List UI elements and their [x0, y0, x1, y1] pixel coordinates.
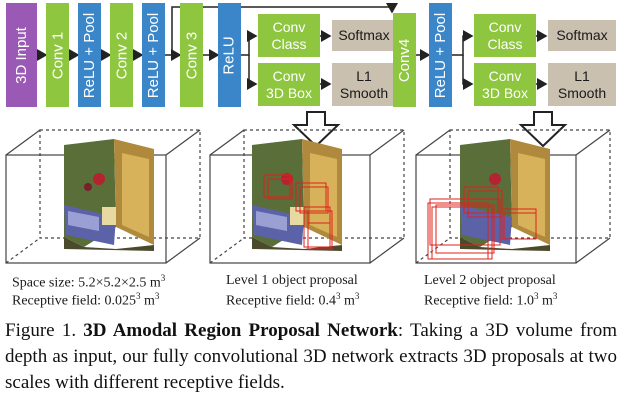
down-arrow-level1: [291, 111, 341, 148]
level1-conv-box-label: Conv 3D Box: [266, 67, 312, 101]
level2-proposal-boxes: [427, 186, 537, 260]
panel2-receptive-field-unit: m: [340, 293, 355, 309]
arrow-skip-conv4: [171, 3, 398, 55]
level2-conv-box-block: Conv 3D Box: [474, 63, 536, 106]
panel1-space-size-exponent: 3: [160, 273, 166, 283]
level2-l1-smooth-block: L1 Smooth: [548, 63, 616, 106]
level1-l1-smooth-block: L1 Smooth: [332, 63, 396, 106]
figure-caption-body: : Taking a 3D volume from depth as input…: [5, 320, 617, 393]
conv2-label: Conv 2: [113, 31, 130, 79]
figure-caption-title: 3D Amodal Region Proposal Network: [83, 320, 398, 341]
panel3-receptive-field-unit-exponent: 3: [552, 291, 558, 301]
figure-caption-prefix: Figure 1.: [5, 320, 84, 341]
relu-label: ReLU: [221, 35, 239, 75]
panel3-title: Level 2 object proposal: [424, 273, 556, 288]
level2-softmax-block: Softmax: [548, 20, 616, 51]
level2-conv-class-label: Conv Class: [487, 18, 523, 52]
level1-softmax-block: Softmax: [332, 20, 396, 51]
arrow-relu-class1: [241, 30, 258, 56]
panel1-caption-line2: Receptive field: 0.0253 m3: [12, 291, 159, 310]
level2-conv-class-block: Conv Class: [474, 14, 536, 57]
panel1-receptive-field: Receptive field: 0.025: [12, 293, 137, 309]
arrow-pool3-class2: [452, 30, 474, 56]
panel3-receptive-field-unit: m: [538, 293, 553, 309]
panel2-caption-line2: Receptive field: 0.43 m3: [226, 291, 359, 310]
level2-l1-smooth-label: L1 Smooth: [557, 67, 607, 101]
conv1-label: Conv 1: [49, 31, 66, 79]
relu-pool2-block: ReLU + Pool: [142, 3, 165, 107]
relu-pool1-label: ReLU + Pool: [81, 12, 98, 98]
conv4-block: Conv4: [393, 13, 416, 107]
input-label: 3D Input: [13, 26, 30, 84]
panel1-receptive-field-unit: m: [140, 293, 155, 309]
relu-pool3-label: ReLU + Pool: [432, 12, 449, 98]
panel2-receptive-field-unit-exponent: 3: [354, 291, 360, 301]
room-scene-image: [252, 139, 342, 251]
panel1-caption-line1: Space size: 5.2×5.2×2.5 m3: [12, 273, 165, 292]
scene-panel-level1: [209, 129, 405, 264]
panel3-receptive-field-exponent: 3: [534, 291, 539, 301]
scene-panel-input: [5, 129, 201, 264]
arrow-pool3-box2: [462, 55, 474, 90]
scene-panel-level2: [415, 129, 611, 264]
level1-proposal-boxes: [263, 174, 333, 250]
input-block: 3D Input: [6, 3, 37, 107]
relu-pool2-label: ReLU + Pool: [145, 12, 162, 98]
arrow-relu-box1: [247, 55, 258, 90]
figure-caption: Figure 1. 3D Amodal Region Proposal Netw…: [5, 318, 617, 396]
level1-conv-class-label: Conv Class: [271, 18, 307, 52]
down-arrow-level2: [518, 111, 568, 148]
panel3-caption-line2: Receptive field: 1.03 m3: [424, 291, 557, 310]
level1-l1-smooth-label: L1 Smooth: [339, 67, 389, 101]
level1-softmax-label: Softmax: [338, 27, 390, 43]
conv4-label: Conv4: [396, 38, 414, 82]
conv1-block: Conv 1: [46, 3, 69, 107]
level2-softmax-label: Softmax: [556, 27, 608, 43]
relu-block: ReLU: [218, 3, 241, 107]
panel2-receptive-field: Receptive field: 0.4: [226, 293, 337, 309]
panel2-caption-line1: Level 1 object proposal: [226, 273, 358, 289]
conv2-block: Conv 2: [110, 3, 133, 107]
room-scene-image: [64, 139, 154, 251]
panel1-receptive-field-exponent: 3: [136, 291, 141, 301]
level1-conv-class-block: Conv Class: [258, 14, 320, 57]
room-scene-image: [460, 139, 550, 251]
panel2-receptive-field-exponent: 3: [336, 291, 341, 301]
panel1-receptive-field-unit-exponent: 3: [154, 291, 160, 301]
panel1-space-size: Space size: 5.2×5.2×2.5 m: [12, 275, 161, 291]
panel3-receptive-field: Receptive field: 1.0: [424, 293, 535, 309]
level2-conv-box-label: Conv 3D Box: [482, 67, 528, 101]
relu-pool3-block: ReLU + Pool: [429, 3, 452, 107]
conv3-block: Conv 3: [180, 3, 203, 107]
panel2-title: Level 1 object proposal: [226, 273, 358, 288]
level1-conv-box-block: Conv 3D Box: [258, 63, 320, 106]
relu-pool1-block: ReLU + Pool: [78, 3, 101, 107]
conv3-label: Conv 3: [183, 31, 200, 79]
panel3-caption-line1: Level 2 object proposal: [424, 273, 556, 289]
